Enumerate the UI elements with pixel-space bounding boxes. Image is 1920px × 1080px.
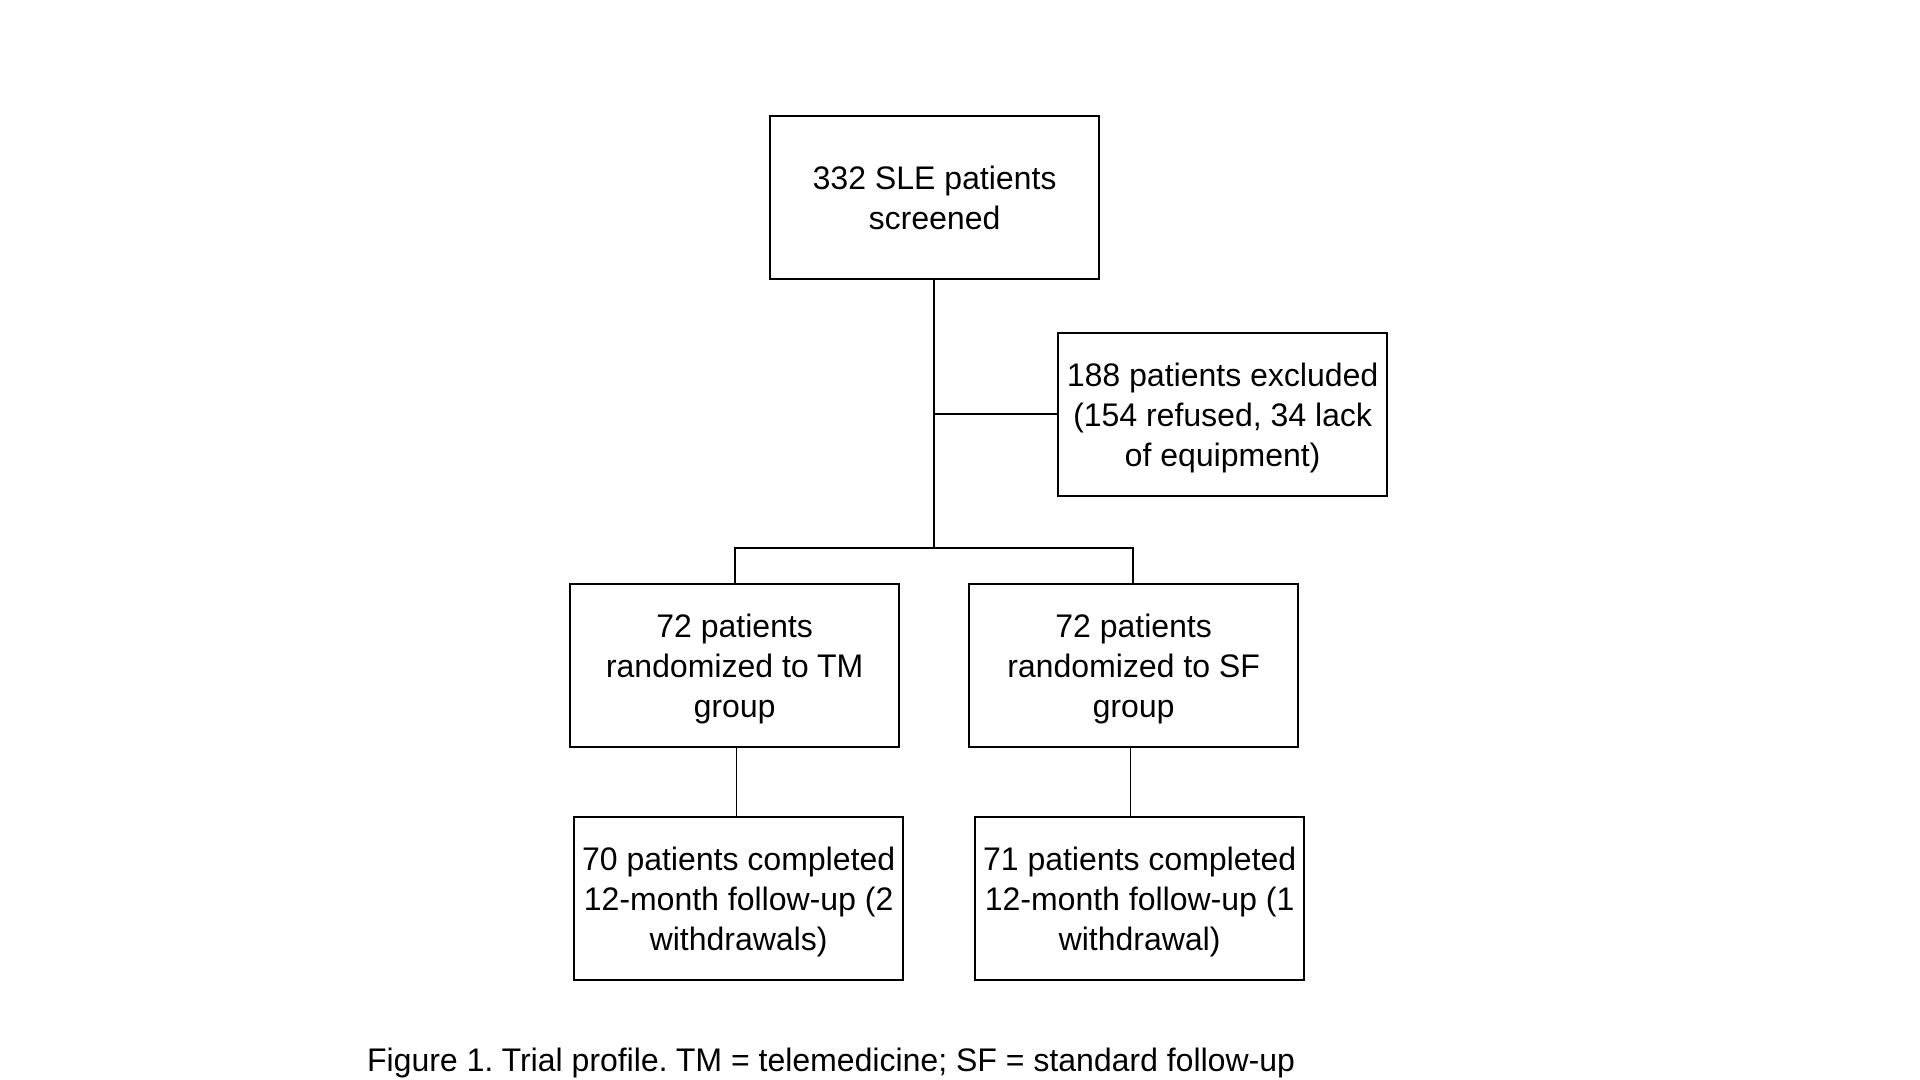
exclusion-connector (934, 413, 1057, 415)
figure-caption: Figure 1. Trial profile. TM = telemedici… (367, 1042, 1295, 1078)
randomized-tm-text: 72 patients randomized to TM group (605, 607, 864, 724)
tm-branch-connector (734, 547, 736, 583)
completed-sf-box: 71 patients completed 12-month follow-up… (974, 816, 1305, 981)
sf-followup-connector (1130, 748, 1131, 816)
randomized-sf-box: 72 patients randomized to SF group (968, 583, 1299, 748)
completed-tm-box: 70 patients completed 12-month follow-up… (573, 816, 904, 981)
split-connector (734, 547, 1134, 549)
completed-sf-text: 71 patients completed 12-month follow-up… (982, 840, 1297, 957)
excluded-box: 188 patients excluded (154 refused, 34 l… (1057, 332, 1388, 497)
screened-box: 332 SLE patients screened (769, 115, 1100, 280)
tm-followup-connector (736, 748, 737, 816)
completed-tm-text: 70 patients completed 12-month follow-up… (581, 840, 896, 957)
randomized-sf-text: 72 patients randomized to SF group (1007, 607, 1260, 724)
screened-text: 332 SLE patients screened (812, 159, 1057, 236)
sf-branch-connector (1132, 547, 1134, 583)
randomized-tm-box: 72 patients randomized to TM group (569, 583, 900, 748)
excluded-text: 188 patients excluded (154 refused, 34 l… (1066, 356, 1379, 473)
